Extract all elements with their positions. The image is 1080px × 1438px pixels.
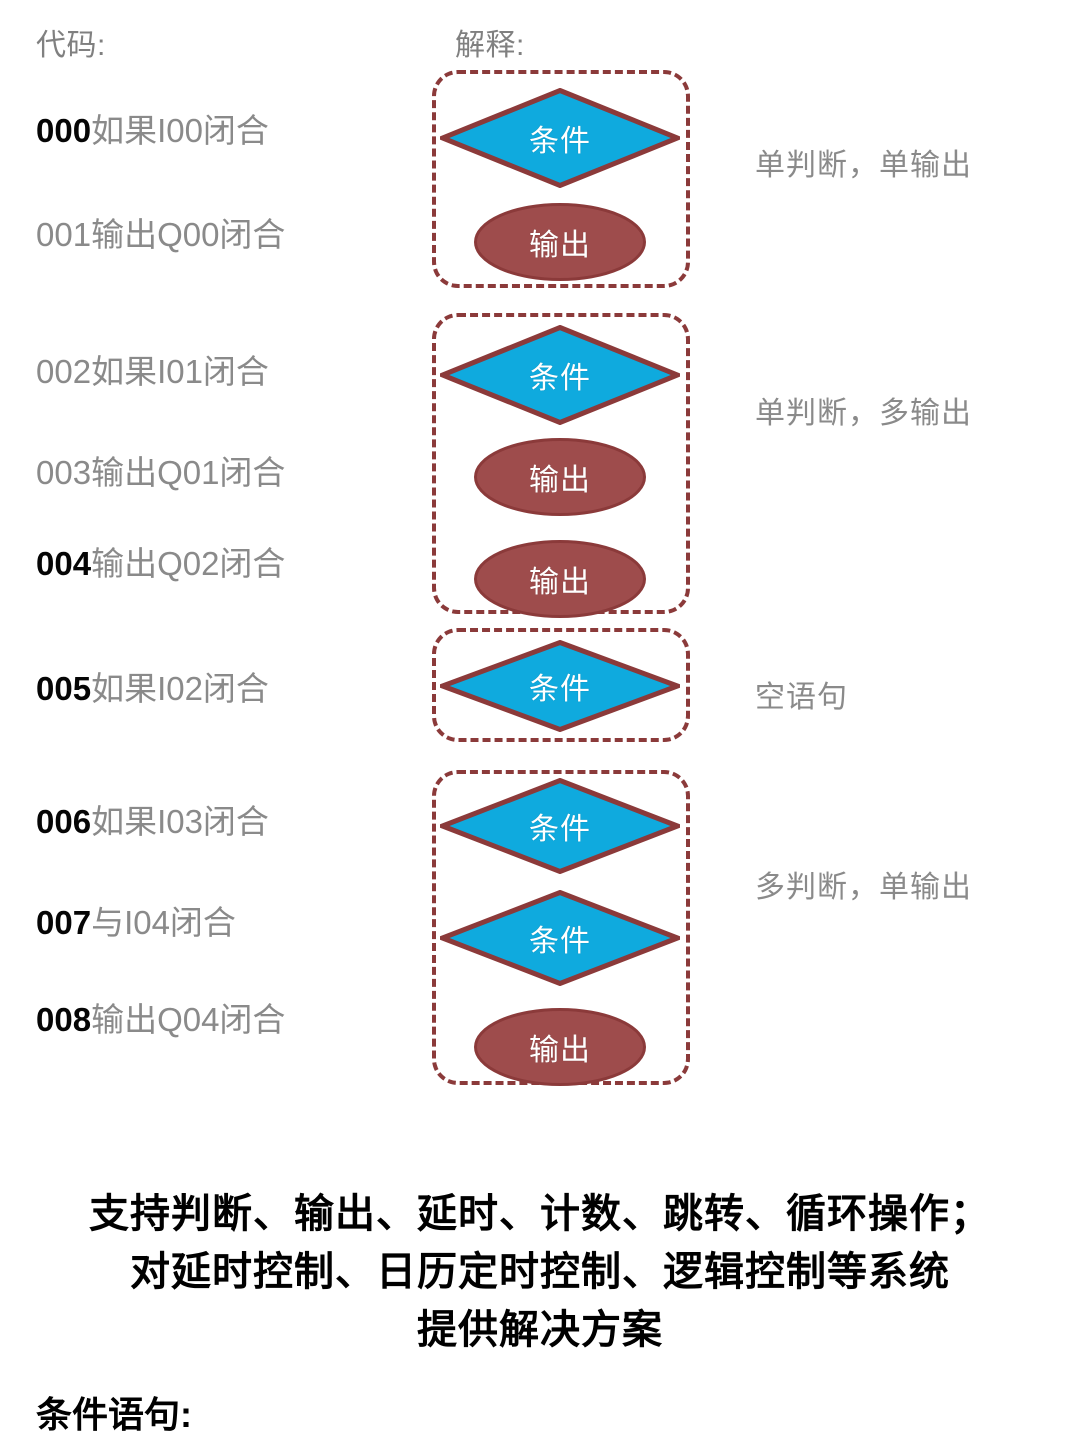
condition-diamond: 条件 bbox=[440, 88, 680, 188]
code-line-text: 如果I01闭合 bbox=[91, 353, 269, 390]
explanation-label-empty-statement: 空语句 bbox=[755, 681, 848, 714]
code-line-text: 如果I00闭合 bbox=[91, 112, 269, 149]
explanation-column-header: 解释: bbox=[455, 29, 525, 62]
output-ellipse: 输出 bbox=[474, 1008, 646, 1086]
code-line-number: 007 bbox=[36, 904, 92, 941]
code-line: 001输出Q00闭合 bbox=[36, 218, 285, 251]
output-ellipse: 输出 bbox=[474, 203, 646, 281]
code-line-text: 输出Q04闭合 bbox=[91, 1001, 286, 1038]
output-ellipse: 输出 bbox=[474, 438, 646, 516]
code-line: 005如果I02闭合 bbox=[36, 672, 269, 705]
condition-diamond: 条件 bbox=[440, 890, 680, 986]
code-line-number: 008 bbox=[36, 1001, 92, 1038]
code-line-text: 如果I02闭合 bbox=[91, 670, 269, 707]
code-line-text: 输出Q02闭合 bbox=[91, 545, 286, 582]
condition-diamond: 条件 bbox=[440, 640, 680, 732]
footer-section-label: 条件语句: bbox=[36, 1394, 192, 1435]
code-line-number: 001 bbox=[36, 216, 92, 253]
explanation-label-multi-condition-single-output: 多判断，单输出 bbox=[755, 871, 972, 904]
code-line-number: 004 bbox=[36, 545, 92, 582]
output-ellipse: 输出 bbox=[474, 540, 646, 618]
code-column-header: 代码: bbox=[36, 29, 106, 62]
code-line-text: 与I04闭合 bbox=[91, 904, 236, 941]
code-line: 006如果I03闭合 bbox=[36, 805, 269, 838]
group-box-single-condition-single-output bbox=[432, 70, 690, 288]
condition-diamond: 条件 bbox=[440, 325, 680, 425]
summary-line: 对延时控制、日历定时控制、逻辑控制等系统 bbox=[130, 1250, 950, 1294]
code-line: 007与I04闭合 bbox=[36, 906, 236, 939]
group-box-empty-statement bbox=[432, 628, 690, 742]
code-line: 004输出Q02闭合 bbox=[36, 547, 285, 580]
code-line: 003输出Q01闭合 bbox=[36, 456, 285, 489]
code-line-text: 输出Q00闭合 bbox=[91, 216, 286, 253]
code-line-text: 如果I03闭合 bbox=[91, 803, 269, 840]
explanation-label-single-condition-single-output: 单判断，单输出 bbox=[755, 149, 972, 182]
summary-line: 提供解决方案 bbox=[417, 1308, 663, 1352]
code-line-number: 000 bbox=[36, 112, 92, 149]
code-line: 000如果I00闭合 bbox=[36, 114, 269, 147]
code-line-number: 002 bbox=[36, 353, 92, 390]
code-line-number: 003 bbox=[36, 454, 92, 491]
condition-diamond: 条件 bbox=[440, 778, 680, 874]
code-line-number: 005 bbox=[36, 670, 92, 707]
code-line-text: 输出Q01闭合 bbox=[91, 454, 286, 491]
code-line: 002如果I01闭合 bbox=[36, 355, 269, 388]
code-line-number: 006 bbox=[36, 803, 92, 840]
code-line: 008输出Q04闭合 bbox=[36, 1003, 285, 1036]
summary-paragraph: 支持判断、输出、延时、计数、跳转、循环操作； 对延时控制、日历定时控制、逻辑控制等… bbox=[0, 1185, 1080, 1359]
summary-line: 支持判断、输出、延时、计数、跳转、循环操作； bbox=[89, 1192, 991, 1236]
explanation-label-single-condition-multi-output: 单判断，多输出 bbox=[755, 397, 972, 430]
